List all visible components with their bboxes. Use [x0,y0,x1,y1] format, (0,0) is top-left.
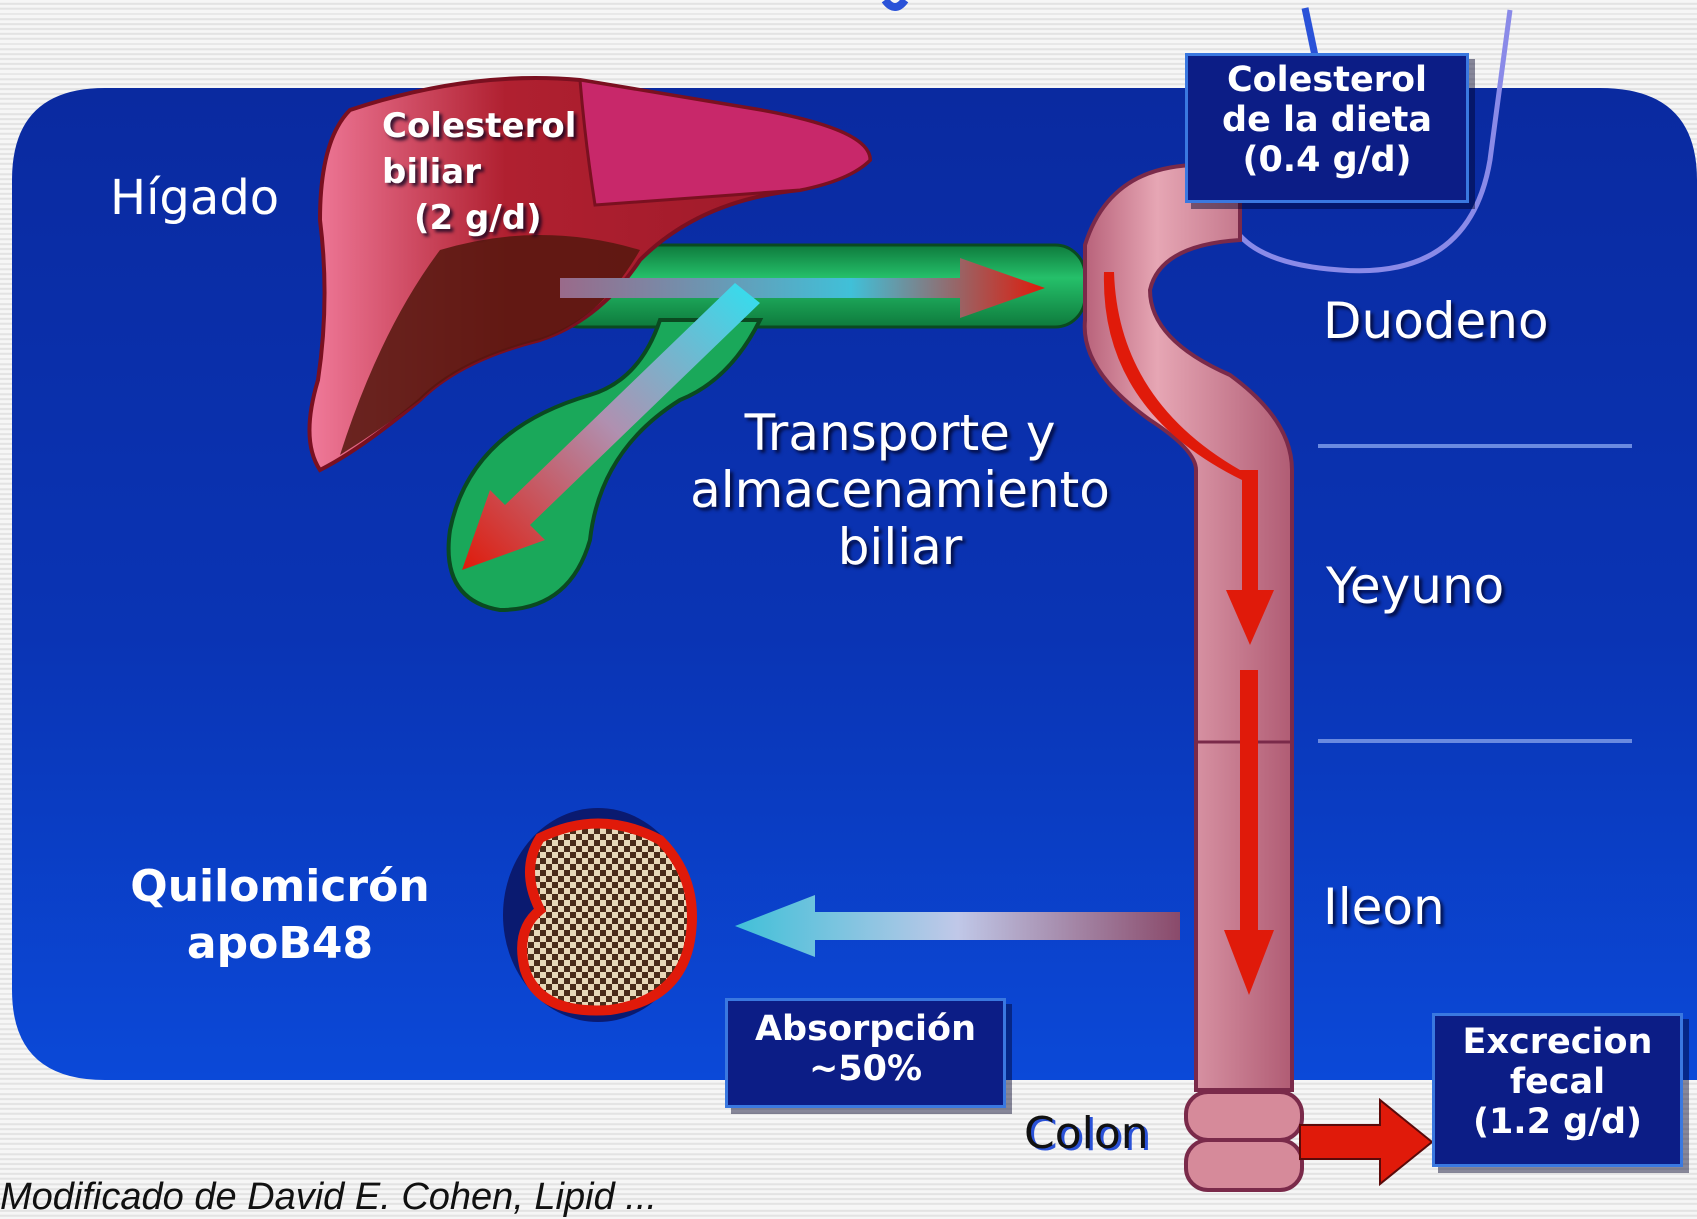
transport-label: Transporte y almacenamiento biliar [675,405,1125,576]
colon-segment [1186,1092,1302,1140]
dietary-cholesterol-box: Colesterol de la dieta (0.4 g/d) [1185,53,1469,203]
title-fragment [885,0,905,7]
jejunum-label: Yeyuno [1326,557,1504,615]
duodenum-label: Duodeno [1323,292,1549,350]
ileum-label: Ileon [1323,878,1445,936]
absorption-box: Absorpción ~50% [725,998,1006,1108]
chylomicron-label: Quilomicrón apoB48 [100,858,460,972]
excretion-arrow [1300,1100,1432,1184]
liver-label: Hígado [110,170,279,226]
colon-label: Colon [1024,1108,1149,1159]
source-caption: Modificado de David E. Cohen, Lipid ... [0,1176,657,1219]
biliary-cholesterol-label: Colesterol biliar (2 g/d) [382,103,576,241]
colon-segment [1186,1140,1302,1190]
fecal-excretion-box: Excrecion fecal (1.2 g/d) [1432,1013,1683,1167]
